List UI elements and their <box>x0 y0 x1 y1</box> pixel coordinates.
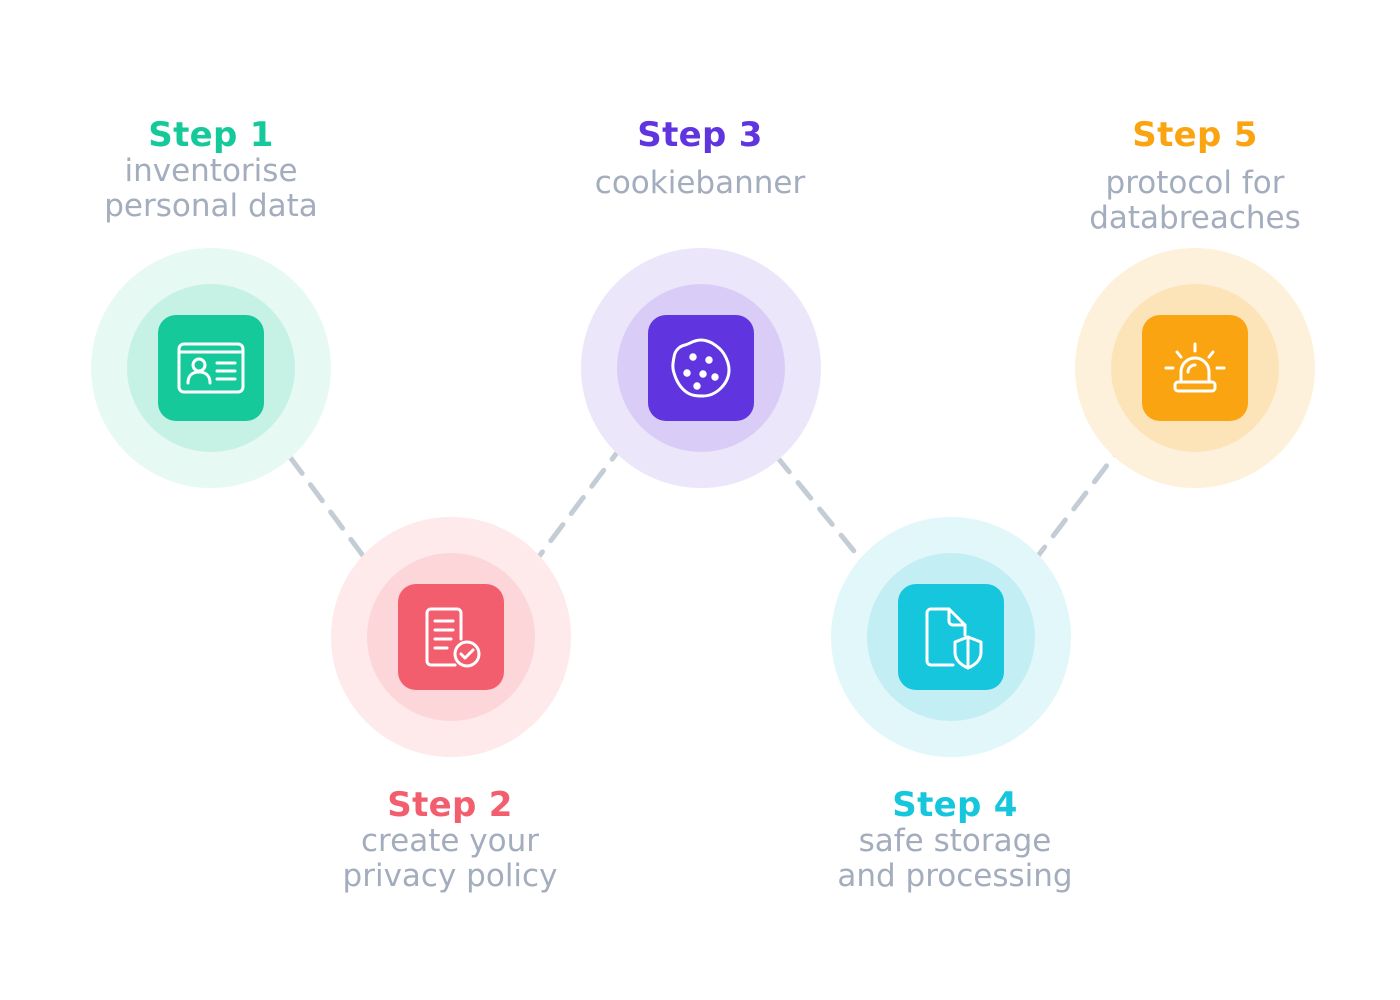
alarm-light-icon <box>1164 342 1226 393</box>
step-4-text: Step 4 safe storage and processing <box>775 786 1135 894</box>
step-5-text: Step 5 protocol for databreaches <box>1015 116 1375 236</box>
step-4-description-line-1: safe storage <box>858 823 1052 859</box>
step-3-text: Step 3 cookiebanner <box>520 116 880 201</box>
step-2-icon-tile <box>398 584 504 690</box>
step-3-icon-tile <box>648 315 754 421</box>
step-3-node <box>581 248 821 488</box>
step-5-icon-tile <box>1142 315 1248 421</box>
step-4-description-line-2: and processing <box>837 858 1073 894</box>
step-2-node <box>331 517 571 757</box>
step-4-title: Step 4 <box>892 785 1018 825</box>
step-3-description-line-1: cookiebanner <box>594 165 806 201</box>
step-4-node <box>831 517 1071 757</box>
step-1-text: Step 1 inventorise personal data <box>31 116 391 224</box>
cookie-icon <box>671 338 731 398</box>
step-1-node <box>91 248 331 488</box>
step-5-description-line-1: protocol for <box>1105 165 1285 201</box>
step-2-title: Step 2 <box>387 785 513 825</box>
step-1-description-line-1: inventorise <box>124 153 298 189</box>
step-1-icon-tile <box>158 315 264 421</box>
step-5-description-line-2: databreaches <box>1089 200 1301 236</box>
step-1-title: Step 1 <box>148 115 274 155</box>
step-5-title: Step 5 <box>1132 115 1258 155</box>
id-card-icon <box>177 342 245 394</box>
file-shield-icon <box>925 607 983 670</box>
step-3-title: Step 3 <box>637 115 763 155</box>
step-5-node <box>1075 248 1315 488</box>
step-2-description-line-1: create your <box>361 823 539 859</box>
step-1-description-line-2: personal data <box>104 188 318 224</box>
step-4-icon-tile <box>898 584 1004 690</box>
step-2-text: Step 2 create your privacy policy <box>270 786 630 894</box>
document-check-icon <box>425 607 481 668</box>
step-2-description-line-2: privacy policy <box>342 858 558 894</box>
